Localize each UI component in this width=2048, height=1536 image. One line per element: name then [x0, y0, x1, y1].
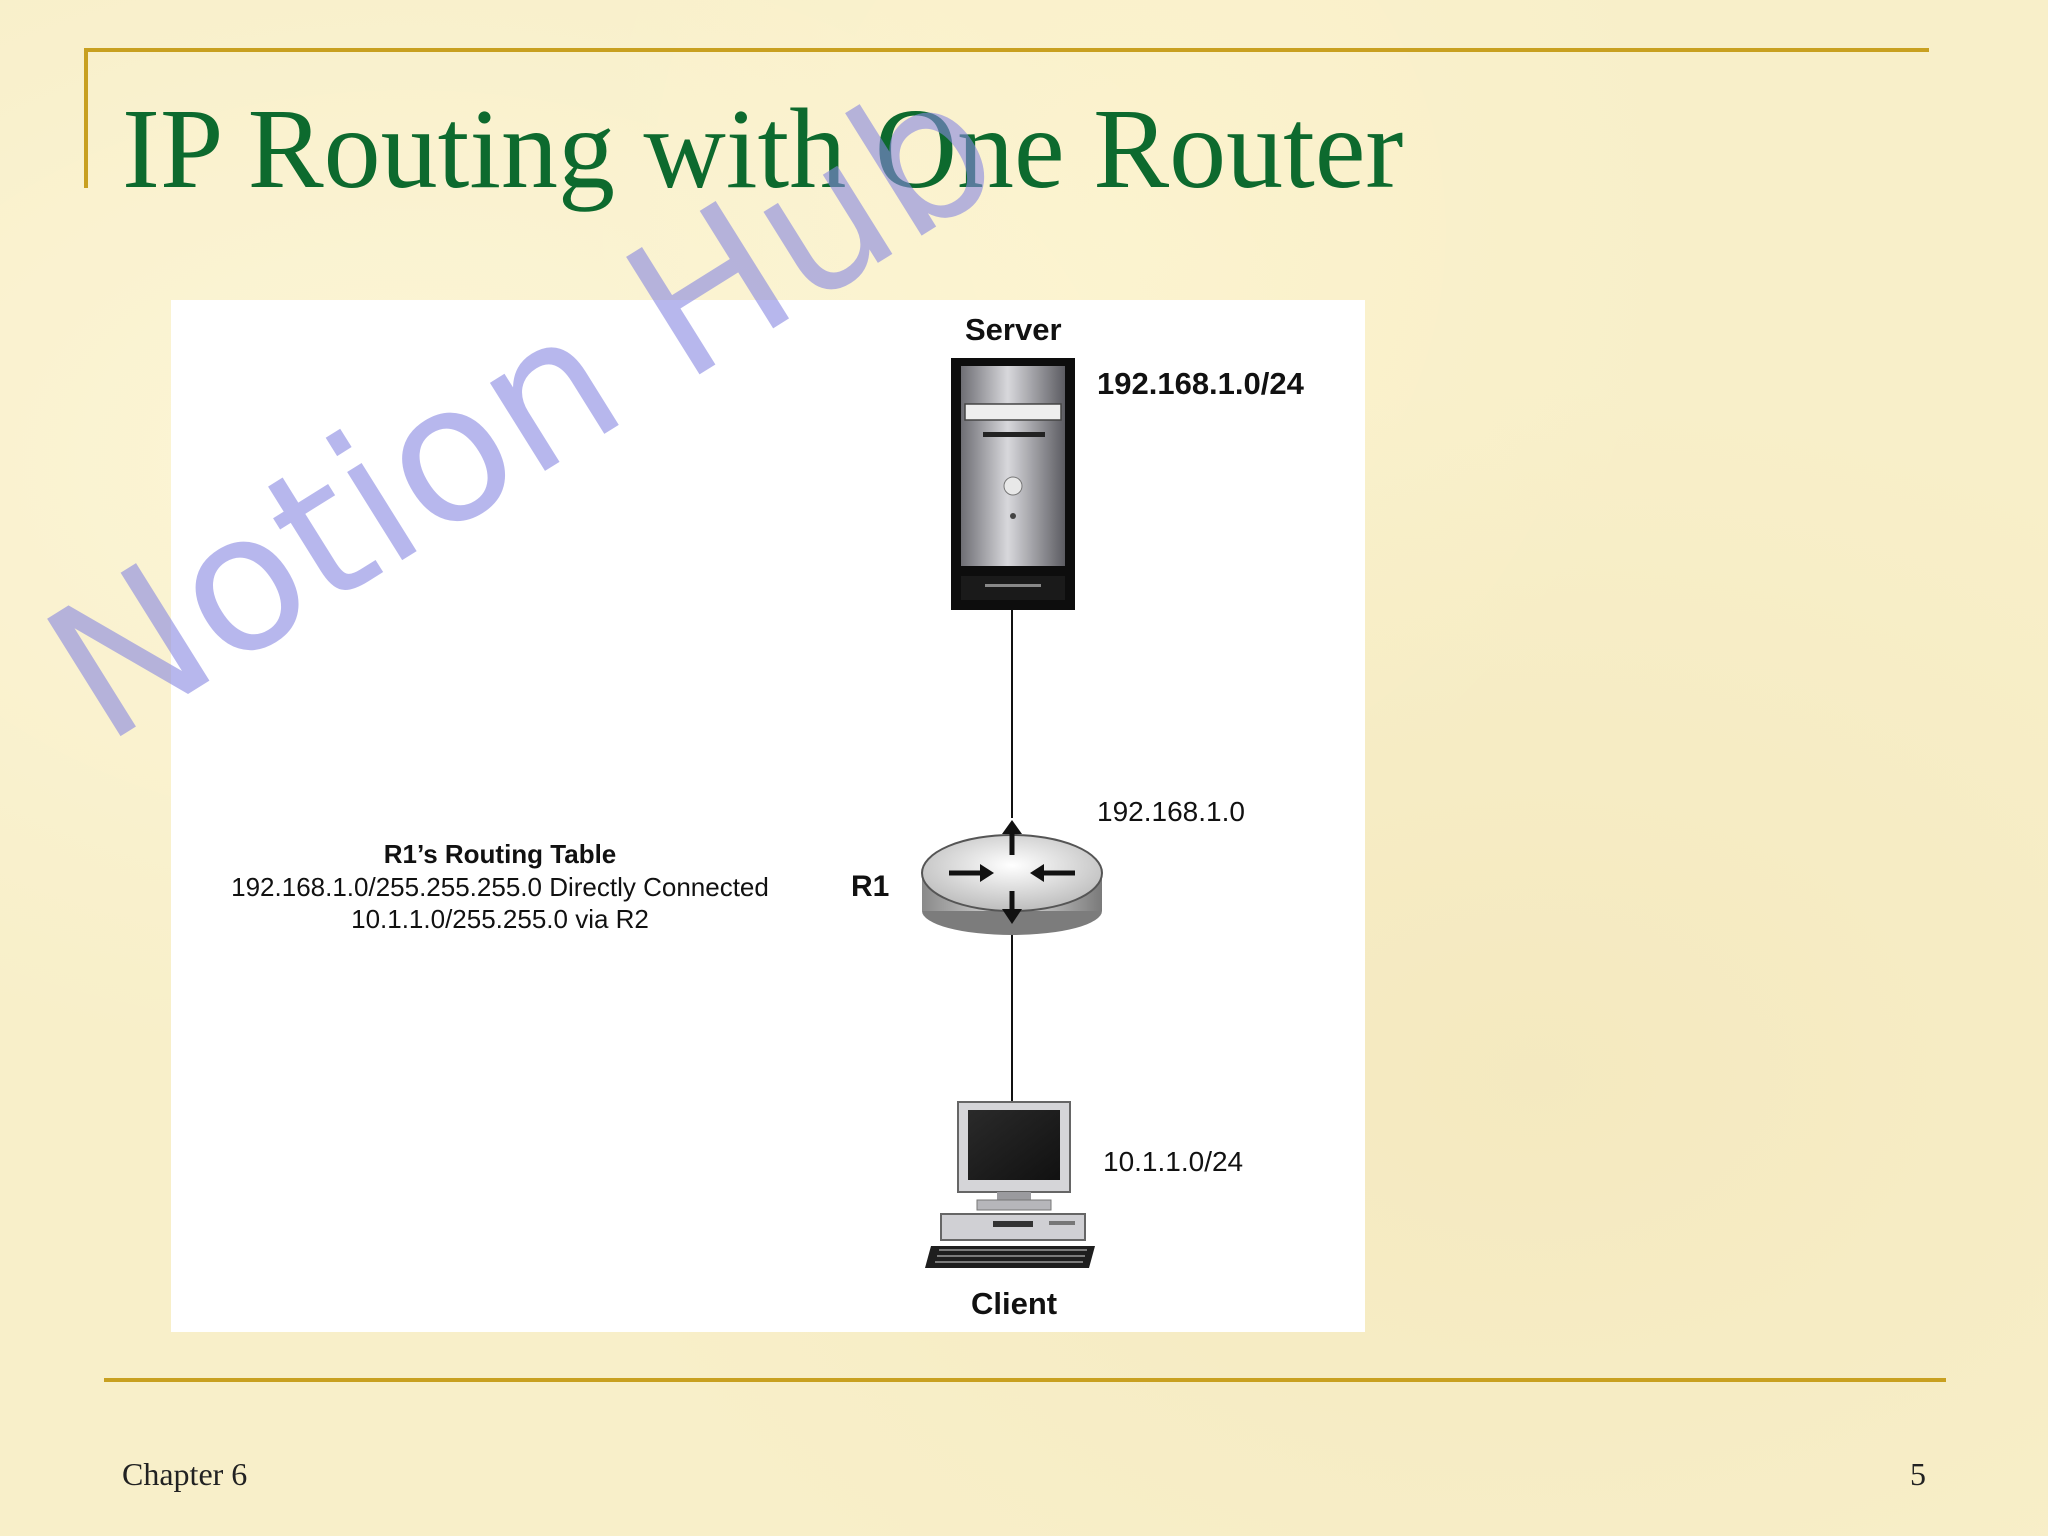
- network-diagram: Server 192.168.1.0/24 192.168.1.0 R1 R1’…: [171, 300, 1365, 1332]
- left-rule: [84, 48, 88, 188]
- server-label: Server: [965, 312, 1062, 347]
- routing-table: R1’s Routing Table 192.168.1.0/255.255.2…: [171, 838, 829, 936]
- client-computer-icon: [925, 1101, 1095, 1268]
- routing-table-title: R1’s Routing Table: [383, 839, 617, 869]
- top-rule: [84, 48, 1929, 52]
- server-network-label: 192.168.1.0/24: [1097, 366, 1304, 401]
- routing-table-entry: 10.1.1.0/255.255.0 via R2: [351, 904, 649, 934]
- router-network-label: 192.168.1.0: [1097, 796, 1245, 827]
- router-name-label: R1: [851, 870, 890, 903]
- diagram-graphics: [921, 358, 1103, 1268]
- page-number: 5: [1910, 1456, 1926, 1492]
- slide-title: IP Routing with One Router: [122, 85, 1404, 212]
- client-network-label: 10.1.1.0/24: [1103, 1146, 1244, 1177]
- bottom-rule: [104, 1378, 1946, 1382]
- footer-chapter: Chapter 6: [122, 1456, 248, 1492]
- routing-table-entry: 192.168.1.0/255.255.255.0 Directly Conne…: [231, 871, 769, 902]
- server-icon: [951, 358, 1075, 610]
- router-icon: [921, 820, 1103, 935]
- client-label: Client: [971, 1286, 1058, 1321]
